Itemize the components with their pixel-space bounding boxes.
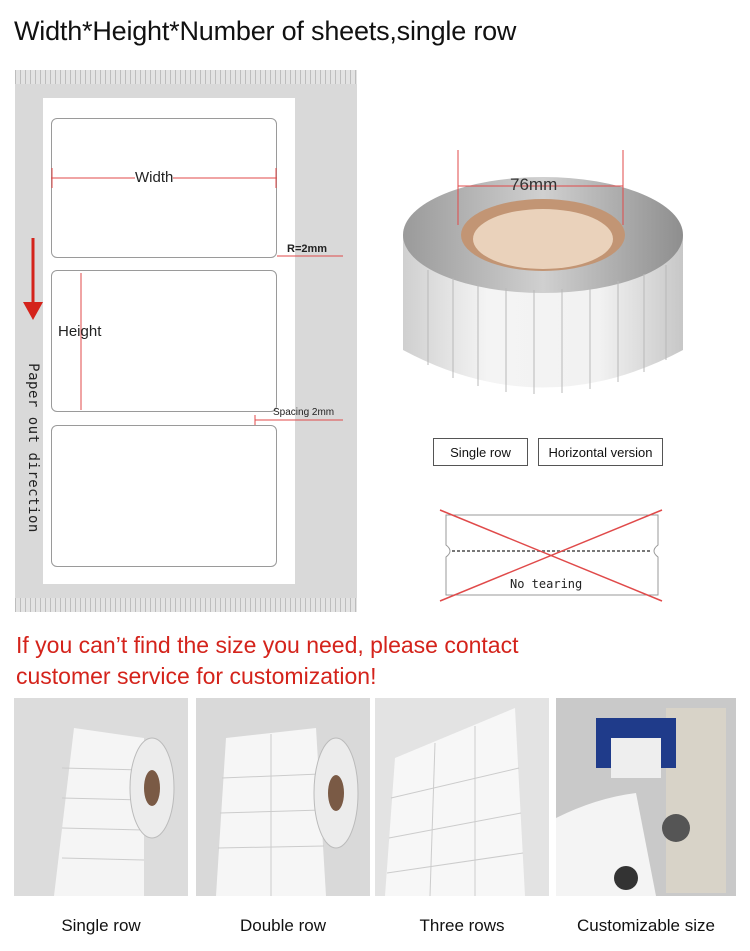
single-row-photo (14, 698, 188, 896)
customizable-size-photo (556, 698, 736, 896)
double-row-photo (196, 698, 370, 896)
three-rows-photo (375, 698, 549, 896)
label-2 (51, 270, 277, 412)
customization-notice-line2: customer service for customization! (16, 663, 377, 689)
single-row-button[interactable]: Single row (433, 438, 528, 466)
top-ruler (15, 70, 357, 84)
customization-notice-line1: If you can’t find the size you need, ple… (16, 632, 519, 658)
dimension-lines (23, 168, 343, 425)
page-title: Width*Height*Number of sheets,single row (14, 16, 517, 46)
customization-notice: If you can’t find the size you need, ple… (16, 630, 736, 692)
no-tearing-label: No tearing (510, 577, 583, 591)
radius-label: R=2mm (287, 243, 328, 255)
caption-customizable-size: Customizable size (577, 916, 715, 935)
caption-three-rows: Three rows (419, 916, 505, 935)
caption-single-row: Single row (61, 916, 141, 935)
label-sheet-diagram: Width Height R=2mm Spacing 2mm Paper out… (15, 70, 357, 612)
caption-double-row: Double row (240, 916, 326, 935)
paper-direction-label: Paper out direction (17, 335, 45, 575)
height-label: Height (58, 323, 102, 340)
core-diameter-label: 76mm (510, 175, 558, 194)
horizontal-version-button[interactable]: Horizontal version (538, 438, 663, 466)
width-label: Width (135, 169, 174, 186)
bottom-ruler (15, 598, 357, 612)
label-3 (51, 425, 277, 567)
no-tearing-diagram (439, 509, 663, 602)
paper-direction-text: Paper out direction (25, 363, 41, 533)
label-roll-image (403, 150, 683, 394)
spacing-label: Spacing 2mm (273, 407, 335, 418)
